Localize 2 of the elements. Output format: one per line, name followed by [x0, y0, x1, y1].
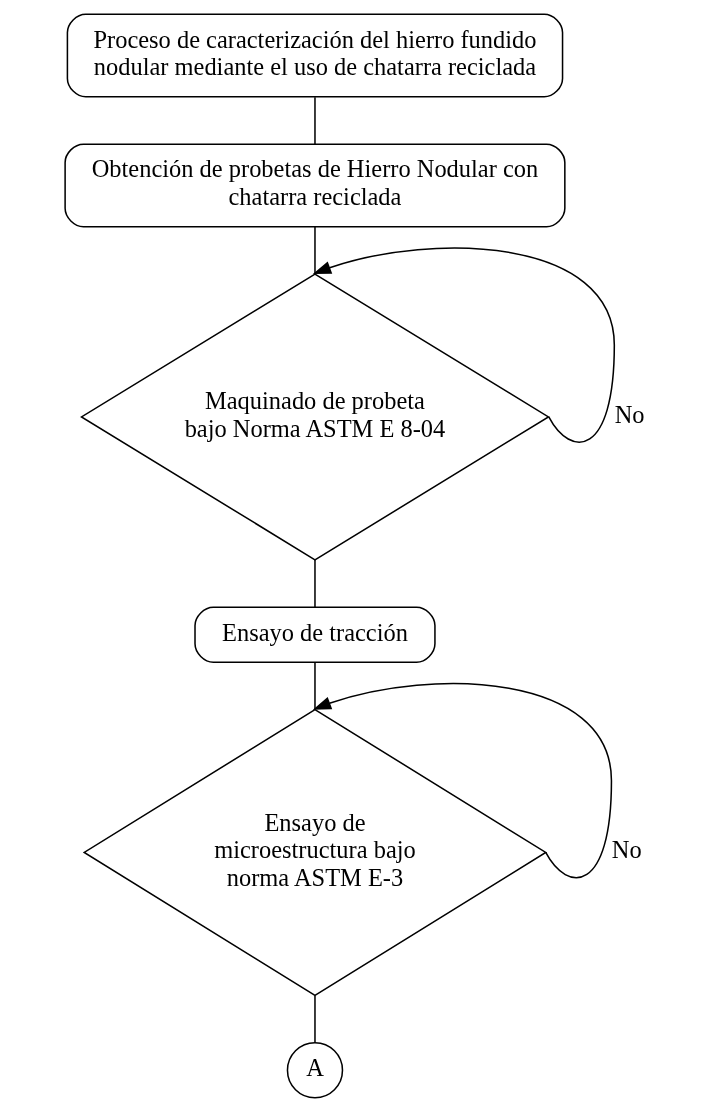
edge-label: No [614, 400, 645, 428]
edge-label: No [611, 836, 642, 864]
